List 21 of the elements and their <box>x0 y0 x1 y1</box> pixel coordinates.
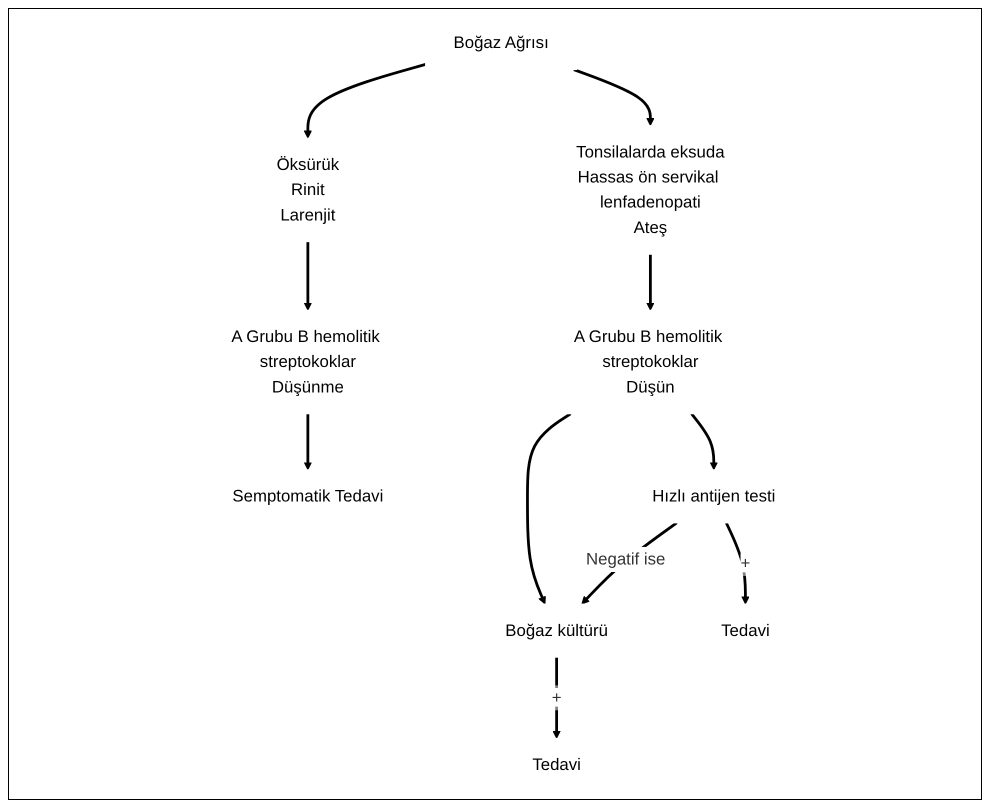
node-text: Boğaz kültürü <box>505 620 608 640</box>
arrow <box>304 242 312 311</box>
arrow <box>304 63 426 139</box>
edge-label: + <box>552 688 562 707</box>
arrow <box>526 412 572 604</box>
node-text: Boğaz Ağrısı <box>454 33 549 52</box>
arrow <box>581 522 678 604</box>
node-text: Tedavi <box>532 755 581 774</box>
edge-label: Negatif ise <box>586 550 666 568</box>
arrow <box>573 68 654 126</box>
arrow <box>690 412 718 470</box>
node-text: A Grubu B hemolitik streptokoklar Düşün <box>574 327 722 396</box>
arrow <box>304 414 312 470</box>
node-text: Öksürük Rinit Larenjit <box>276 154 340 224</box>
node-text: A Grubu B hemolitik streptokoklar Düşünme <box>231 327 380 396</box>
node-text: Hızlı antijen testi <box>652 486 776 506</box>
edge-label: + <box>740 554 750 572</box>
node-text: Semptomatik Tedavi <box>232 486 384 506</box>
node-text: Tedavi <box>721 620 770 640</box>
node-text: Tonsilalarda eksuda Hassas ön servikal lenfadenopati Ateş <box>576 142 725 237</box>
arrow <box>646 254 654 311</box>
